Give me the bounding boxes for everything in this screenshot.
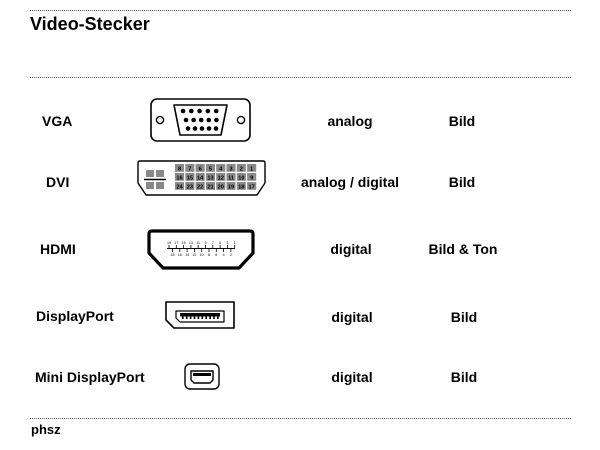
- dvi-pin-label: 5: [209, 166, 212, 172]
- hdmi-pin-label: 16: [178, 253, 182, 257]
- dvi-pin-label: 12: [218, 175, 224, 181]
- signal-type-hdmi: digital: [330, 241, 372, 257]
- top-divider: [30, 10, 571, 11]
- dvi-pin-label: 17: [249, 184, 255, 190]
- connector-name-displayport: DisplayPort: [36, 308, 114, 324]
- displayport-connector-icon: [165, 301, 235, 329]
- dvi-pin-label: 7: [188, 166, 191, 172]
- hdmi-pin-label: 14: [185, 253, 189, 257]
- hdmi-pin-label: 2: [230, 253, 232, 257]
- dvi-analog-block: [144, 170, 166, 189]
- dvi-pin-label: 11: [228, 175, 234, 181]
- transmits-mini-displayport: Bild: [450, 369, 478, 385]
- hdmi-pin-label: 12: [192, 253, 196, 257]
- dvi-pin-label: 22: [197, 184, 203, 190]
- footer-divider: [30, 418, 571, 419]
- dvi-pin-label: 6: [199, 166, 202, 172]
- signal-type-dvi: analog / digital: [300, 174, 400, 190]
- hdmi-pin-label: 18: [171, 253, 175, 257]
- dvi-pin-label: 4: [219, 166, 223, 172]
- connector-name-dvi: DVI: [46, 174, 70, 190]
- hdmi-pin-label: 4: [223, 253, 225, 257]
- dvi-pin-label: 24: [176, 184, 183, 190]
- dvi-pin-label: 8: [178, 166, 181, 172]
- hdmi-pin-label: 6: [215, 253, 217, 257]
- transmits-dvi: Bild: [448, 174, 476, 190]
- dvi-pin-label: 23: [187, 184, 193, 190]
- dvi-pin-label: 19: [228, 184, 234, 190]
- hdmi-pin-label: 15: [182, 241, 186, 245]
- hdmi-pin-label: 8: [208, 253, 210, 257]
- hdmi-pin-label: 7: [212, 241, 214, 245]
- signal-type-mini-displayport: digital: [331, 369, 373, 385]
- dvi-pin-label: 14: [197, 175, 204, 181]
- dvi-pin-label: 16: [176, 175, 182, 181]
- hdmi-pin-label: 19: [167, 241, 171, 245]
- dvi-pin-label: 1: [250, 166, 253, 172]
- transmits-hdmi: Bild & Ton: [428, 241, 498, 257]
- vga-connector-icon: [150, 98, 251, 142]
- hdmi-pin-label: 10: [200, 253, 204, 257]
- hdmi-pin-label: 11: [196, 241, 200, 245]
- dvi-pin-label: 15: [187, 175, 193, 181]
- signal-type-displayport: digital: [331, 309, 373, 325]
- page-title: Video-Stecker: [30, 14, 150, 34]
- signal-type-vga: analog: [327, 113, 373, 129]
- dvi-pin-label: 21: [207, 184, 213, 190]
- mini-displayport-connector-icon: [184, 363, 220, 390]
- hdmi-pin-label: 17: [174, 241, 178, 245]
- dvi-pin-label: 3: [229, 166, 232, 172]
- dvi-pin-label: 9: [250, 175, 253, 181]
- hdmi-pin-label: 9: [205, 241, 207, 245]
- dvi-pin-label: 13: [207, 175, 213, 181]
- dvi-pin-label: 2: [240, 166, 243, 172]
- dvi-pin-label: 10: [238, 175, 244, 181]
- hdmi-pin-label: 1: [234, 241, 236, 245]
- connector-name-hdmi: HDMI: [40, 241, 76, 257]
- hdmi-pin-label: 13: [189, 241, 193, 245]
- header-divider: [30, 77, 571, 78]
- footer-text: phsz: [31, 422, 61, 437]
- hdmi-pin-label: 3: [226, 241, 228, 245]
- dvi-pin-label: 18: [238, 184, 244, 190]
- connector-name-vga: VGA: [42, 113, 73, 129]
- connector-name-mini-displayport: Mini DisplayPort: [35, 369, 145, 385]
- hdmi-pin-label: 5: [219, 241, 221, 245]
- dvi-pin-label: 20: [218, 184, 224, 190]
- transmits-vga: Bild: [448, 113, 476, 129]
- transmits-displayport: Bild: [450, 309, 478, 325]
